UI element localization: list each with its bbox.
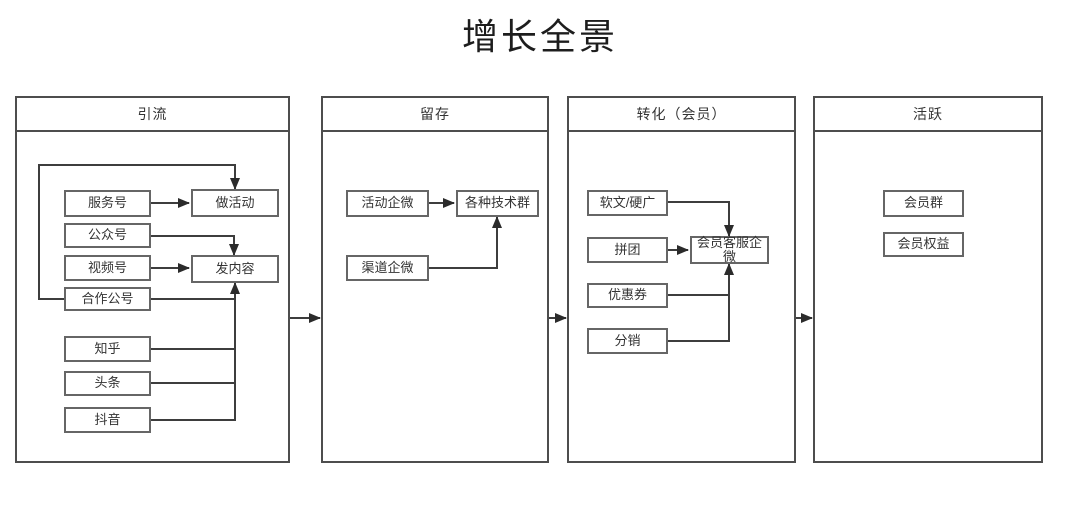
node-douyin: 抖音 [64, 407, 151, 433]
panel-active-title: 活跃 [913, 106, 943, 122]
node-member-service-wecom: 会员客服企微 [690, 235, 769, 264]
node-distribution: 分销 [587, 328, 668, 354]
diagram-title: 增长全景 [461, 16, 618, 57]
panel-retention-header: 留存 [323, 98, 547, 132]
node-tech-groups: 各种技术群 [456, 190, 539, 217]
panel-active: 活跃 [813, 96, 1043, 463]
node-publish-content: 发内容 [191, 255, 279, 283]
node-do-activity: 做活动 [191, 189, 279, 217]
node-service-account: 服务号 [64, 190, 151, 217]
node-partner-account: 合作公号 [64, 287, 151, 311]
node-member-benefits: 会员权益 [883, 232, 964, 257]
node-toutiao: 头条 [64, 371, 151, 396]
node-member-group: 会员群 [883, 190, 964, 217]
node-activity-wecom: 活动企微 [346, 190, 429, 217]
node-video-account: 视频号 [64, 255, 151, 281]
panel-traffic-acquisition-title: 引流 [137, 106, 168, 122]
panel-traffic-acquisition-header: 引流 [17, 98, 288, 132]
node-coupon: 优惠券 [587, 283, 668, 308]
node-official-account: 公众号 [64, 223, 151, 248]
panel-conversion-member: 转化（会员） [567, 96, 796, 463]
panel-active-header: 活跃 [815, 98, 1041, 132]
panel-conversion-member-title: 转化（会员） [636, 106, 727, 122]
node-zhihu: 知乎 [64, 336, 151, 362]
panel-conversion-member-header: 转化（会员） [569, 98, 794, 132]
panel-retention-title: 留存 [420, 106, 450, 122]
node-group-buying: 拼团 [587, 237, 668, 263]
node-soft-hard-ads: 软文/硬广 [587, 190, 668, 216]
node-channel-wecom: 渠道企微 [346, 255, 429, 281]
